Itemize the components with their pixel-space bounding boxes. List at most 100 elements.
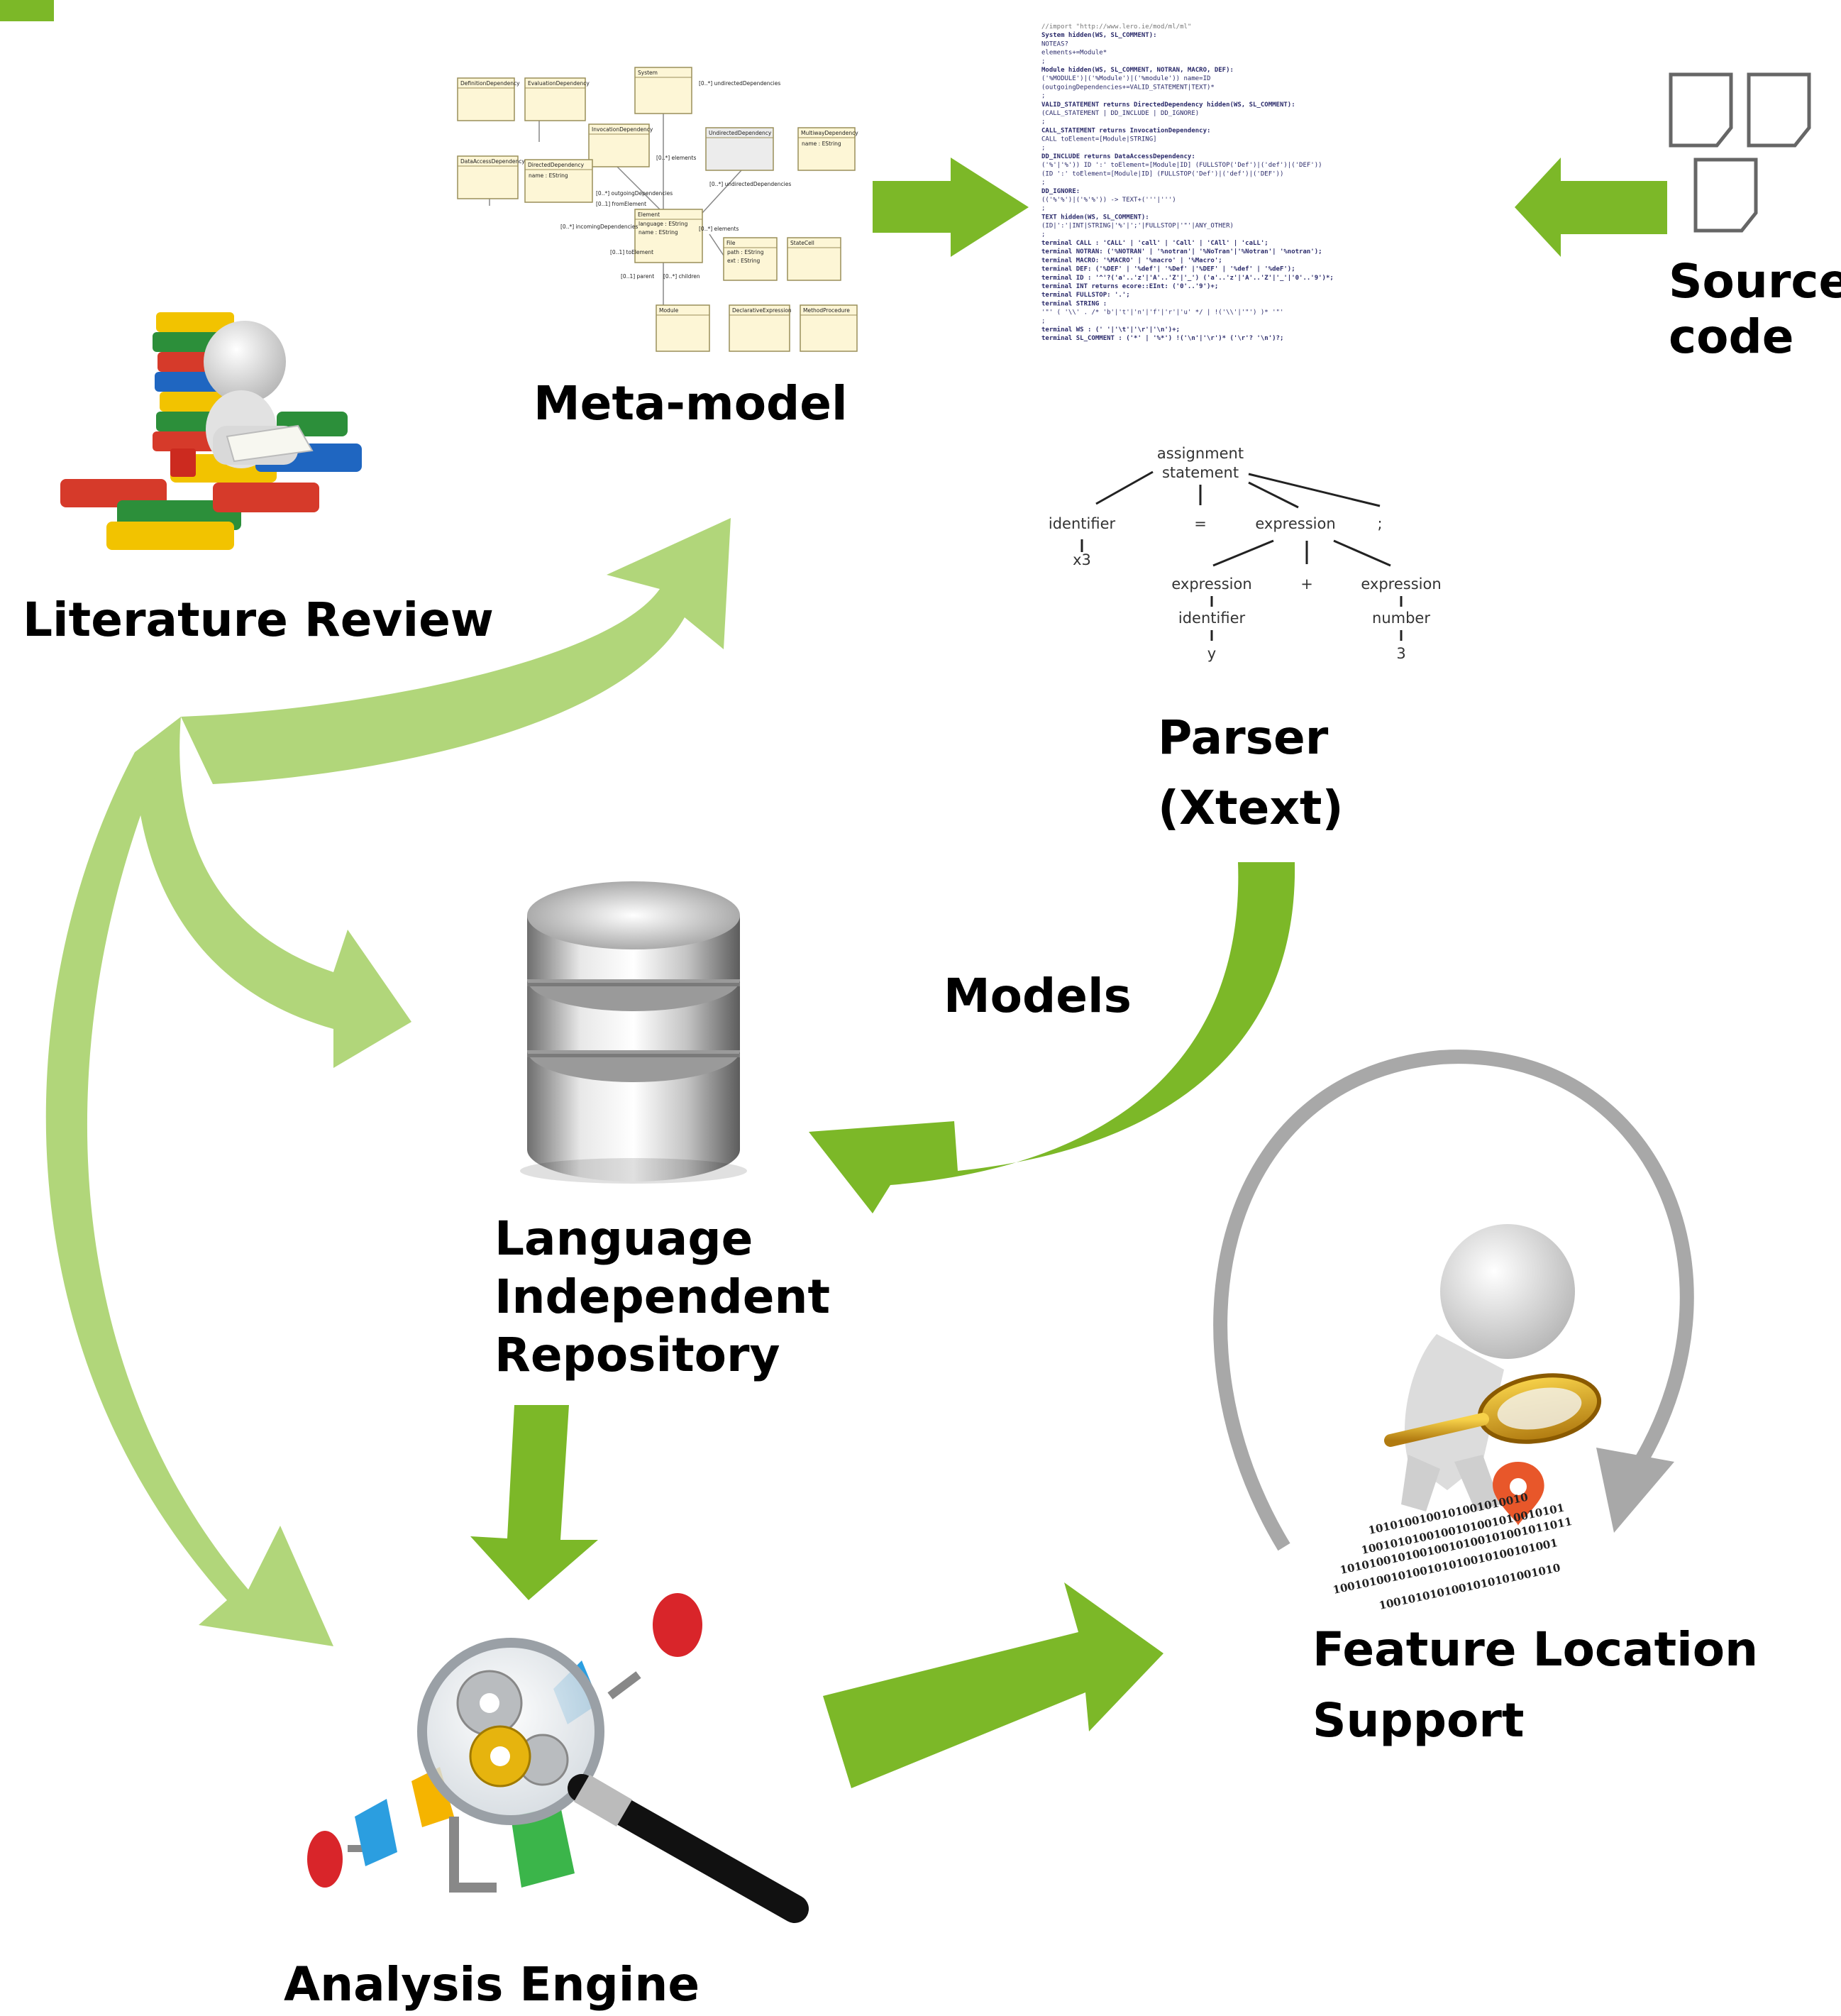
grammar-line: elements+=Module* <box>1041 50 1107 57</box>
uml-class-box <box>800 304 858 352</box>
models-label: Models <box>944 969 1132 1023</box>
grammar-line: terminal ID : '^'?('a'..'z'|'A'..'Z'|'_'… <box>1041 274 1334 282</box>
uml-class-box <box>588 123 650 167</box>
uml-class-box <box>787 237 841 281</box>
parse-tree-node: 3 <box>1396 645 1405 662</box>
grammar-line: (ID|':'|INT|STRING|'%'|';'|FULLSTOP|'"'|… <box>1041 223 1234 230</box>
parse-tree-node: expression <box>1255 515 1335 532</box>
grammar-line: (ID ':' toElement=[Module|ID] (FULLSTOP(… <box>1041 170 1283 177</box>
grammar-line: terminal STRING : <box>1041 299 1107 307</box>
parse-tree-node: statement <box>1162 464 1239 481</box>
parse-tree-node: ; <box>1377 515 1382 532</box>
uml-association-line <box>702 170 742 214</box>
grammar-line: ; <box>1041 231 1045 238</box>
grammar-line: ; <box>1041 93 1045 100</box>
source-code-label-line1: Source <box>1669 254 1841 309</box>
uml-class-box <box>524 159 593 203</box>
grammar-line: Module hidden(WS, SL_COMMENT, NOTRAN, MA… <box>1041 66 1234 74</box>
uml-class-box <box>457 77 515 121</box>
uml-class-name: Module <box>659 307 679 314</box>
gray-loop-arrowhead <box>1596 1448 1674 1533</box>
magnifier-gears-icon <box>307 1593 809 1923</box>
grammar-line: ; <box>1041 145 1045 152</box>
uml-class-name: DirectedDependency <box>528 162 585 168</box>
uml-edge-label: [0..1] toElement <box>610 249 653 255</box>
uml-class-name: MultiwayDependency <box>801 130 858 136</box>
uml-attribute: path : EString <box>727 249 764 255</box>
literature-review-label: Literature Review <box>23 593 494 647</box>
parser-label-line1: Parser <box>1158 710 1329 765</box>
uml-class-box <box>634 67 692 114</box>
uml-edge-label: [0..*] elements <box>656 155 696 161</box>
uml-class-box <box>705 127 774 171</box>
database-icon <box>520 881 747 1184</box>
parse-tree-node: x3 <box>1073 551 1091 568</box>
arrow-repository-to-analysis <box>470 1405 598 1600</box>
grammar-line: ('%MODULE')|('%Module')|('%module')) nam… <box>1041 75 1210 82</box>
gray-loop-arrow <box>1213 1050 1694 1551</box>
uml-attribute: ext : EString <box>727 258 761 264</box>
uml-class-box <box>524 77 586 121</box>
location-pin-icon <box>1493 1462 1544 1526</box>
parse-tree-edge <box>1248 481 1299 509</box>
grammar-line: VALID_STATEMENT returns DirectedDependen… <box>1041 101 1295 109</box>
grammar-line: terminal NOTRAN: ('%NOTRAN' | '%notran'|… <box>1041 248 1322 255</box>
grammar-line: (('%'%')|('%'%')) -> TEXT+('''|''') <box>1041 197 1176 204</box>
uml-class-name: MethodProcedure <box>803 307 850 314</box>
grammar-line: ; <box>1041 180 1045 187</box>
arrow-analysis-to-feature <box>823 1582 1163 1788</box>
uml-class-name: File <box>726 240 736 246</box>
grammar-line: ; <box>1041 318 1045 325</box>
uml-class-box <box>634 209 703 263</box>
feature-location-label-line1: Feature Location <box>1312 1622 1759 1677</box>
analysis-engine-label: Analysis Engine <box>284 1957 700 2012</box>
binary-data-strip: 1010100100101001010010100101010010010100… <box>1332 1491 1573 1612</box>
uml-attribute: name : EString <box>802 141 841 147</box>
grammar-line: terminal CALL : 'CALL' | 'call' | 'Call'… <box>1041 239 1268 247</box>
parser-label: Parser (Xtext) <box>1158 703 1344 843</box>
document-icons <box>1669 72 1811 233</box>
uml-edge-label: [0..*] children <box>663 273 700 280</box>
document-icon <box>1669 72 1733 148</box>
grammar-line: NOTEAS? <box>1041 40 1068 48</box>
grammar-line: (CALL_STATEMENT | DD_INCLUDE | DD_IGNORE… <box>1041 110 1199 117</box>
parse-tree-node: expression <box>1361 575 1441 593</box>
arrow-source-to-grammar <box>1515 158 1667 257</box>
parse-tree-edge <box>1248 473 1381 507</box>
uml-class-name: DefinitionDependency <box>460 80 520 87</box>
uml-class-name: Element <box>638 211 660 218</box>
source-code-label-line2: code <box>1669 309 1794 364</box>
light-green-arrow-to-repository <box>135 717 411 1068</box>
document-icon <box>1693 158 1758 233</box>
parse-tree-edge <box>1212 539 1274 567</box>
xtext-grammar: //import "http://www.lero.ie/mod/ml/ml"S… <box>1041 23 1334 342</box>
grammar-line: terminal FULLSTOP: '.'; <box>1041 291 1130 299</box>
person-magnifier-icon <box>1384 1224 1602 1526</box>
parse-tree-node: identifier <box>1049 515 1116 532</box>
uml-edge-label: [0..*] undirectedDependencies <box>709 181 791 187</box>
uml-class-name: DeclarativeExpression <box>732 307 792 314</box>
grammar-line: CALL_STATEMENT returns InvocationDepende… <box>1041 126 1210 134</box>
uml-class-name: UndirectedDependency <box>709 130 772 136</box>
title-accent-square <box>0 0 54 21</box>
feature-location-label: Feature Location Support <box>1312 1614 1758 1757</box>
uml-class-box <box>723 237 778 281</box>
uml-class-box <box>797 127 856 171</box>
parse-tree-edge <box>1095 470 1154 505</box>
books-person-icon <box>60 312 362 550</box>
repository-label-line1: Language <box>494 1211 753 1266</box>
meta-model-label: Meta-model <box>533 376 848 431</box>
parse-tree-edge <box>1333 539 1391 567</box>
grammar-line: terminal SL_COMMENT : ('*' | '%*') !('\n… <box>1041 334 1283 342</box>
grammar-line: ; <box>1041 119 1045 126</box>
uml-class-name: InvocationDependency <box>592 126 653 133</box>
uml-class-name: StateCell <box>790 240 814 246</box>
grammar-line: '"' ( '\\' . /* 'b'|'t'|'n'|'f'|'r'|'u' … <box>1041 309 1283 316</box>
uml-class-name: EvaluationDependency <box>528 80 590 87</box>
repository-label-line2: Independent <box>494 1269 831 1324</box>
grammar-line: terminal DEF: ('%DEF' | '%def'| '%Def' |… <box>1041 265 1295 273</box>
uml-edge-label: [0..*] undirectedDependencies <box>699 80 780 87</box>
uml-class-box <box>729 304 790 352</box>
grammar-line: terminal MACRO: '%MACRO' | '%macro' | '%… <box>1041 256 1222 264</box>
